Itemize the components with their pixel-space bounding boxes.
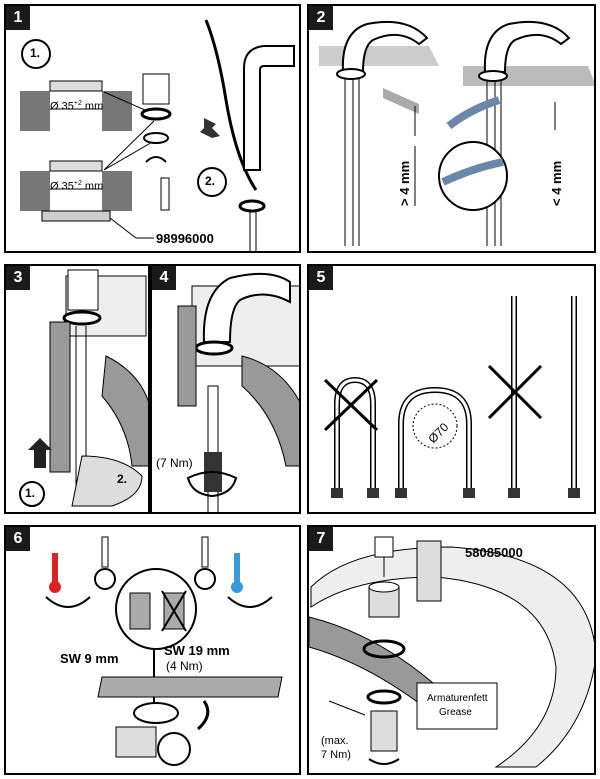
gt-4mm-label: > 4 mm (397, 160, 412, 206)
panel-6-illustration (45, 536, 283, 766)
part-number: 98996000 (156, 231, 214, 246)
max-label: (max. (321, 735, 349, 747)
diameter-top: Ø 35 (50, 100, 74, 113)
panel-number: 6 (6, 527, 30, 551)
panel-number: 1 (6, 6, 30, 30)
grease-en-label: Grease (439, 707, 472, 718)
panel-2: 2 > 4 mm < 4 mm (307, 4, 596, 253)
panel-1-illustration (20, 19, 295, 251)
panel-number: 2 (309, 6, 333, 30)
panel-number: 5 (309, 266, 333, 290)
step-2-label: 2. (117, 472, 128, 486)
mm-top: mm (84, 100, 104, 113)
panel-2-illustration (319, 20, 594, 246)
sw9-label: SW 9 mm (60, 651, 119, 666)
panel-number: 4 (152, 266, 176, 290)
panel-1: 1 1. (4, 4, 301, 253)
panel-number: 7 (309, 527, 333, 551)
step-1-label: 1. (25, 486, 36, 500)
panel-5-illustration (323, 296, 580, 498)
diameter-bottom: Ø 35 (50, 180, 74, 193)
tol-top: +2 (73, 100, 82, 107)
step-2-label: 2. (205, 174, 216, 188)
torque-label: 7 Nm) (321, 749, 351, 761)
panel-3-illustration (19, 269, 148, 507)
torque-label: (7 Nm) (156, 456, 193, 470)
lt-4mm-label: < 4 mm (549, 160, 564, 206)
tol-bottom: +2 (73, 180, 82, 187)
panel-5: 5 Ø70 (307, 264, 596, 514)
panel-4: 4 (7 Nm) (150, 264, 301, 514)
panel-7: 7 58085000 Armaturenfett Grease (max. 7 … (307, 525, 596, 775)
grease-de-label: Armaturenfett (427, 693, 488, 704)
sw19-torque-label: (4 Nm) (166, 659, 203, 673)
sw19-label: SW 19 mm (164, 643, 230, 658)
panel-number: 3 (6, 266, 30, 290)
panel-7-illustration (309, 536, 594, 768)
panel-3: 3 1. 2. (4, 264, 150, 514)
panel-4-illustration (177, 272, 299, 512)
mm-bottom: mm (84, 180, 104, 193)
step-1-label: 1. (30, 46, 41, 60)
panel-6: 6 SW 9 mm SW 19 mm (4 Nm) (4, 525, 301, 775)
diameter-bottom-label: Ø 35+2 mm (50, 180, 103, 193)
diameter-top-label: Ø 35+2 mm (50, 100, 103, 113)
part-number: 58085000 (465, 545, 523, 560)
